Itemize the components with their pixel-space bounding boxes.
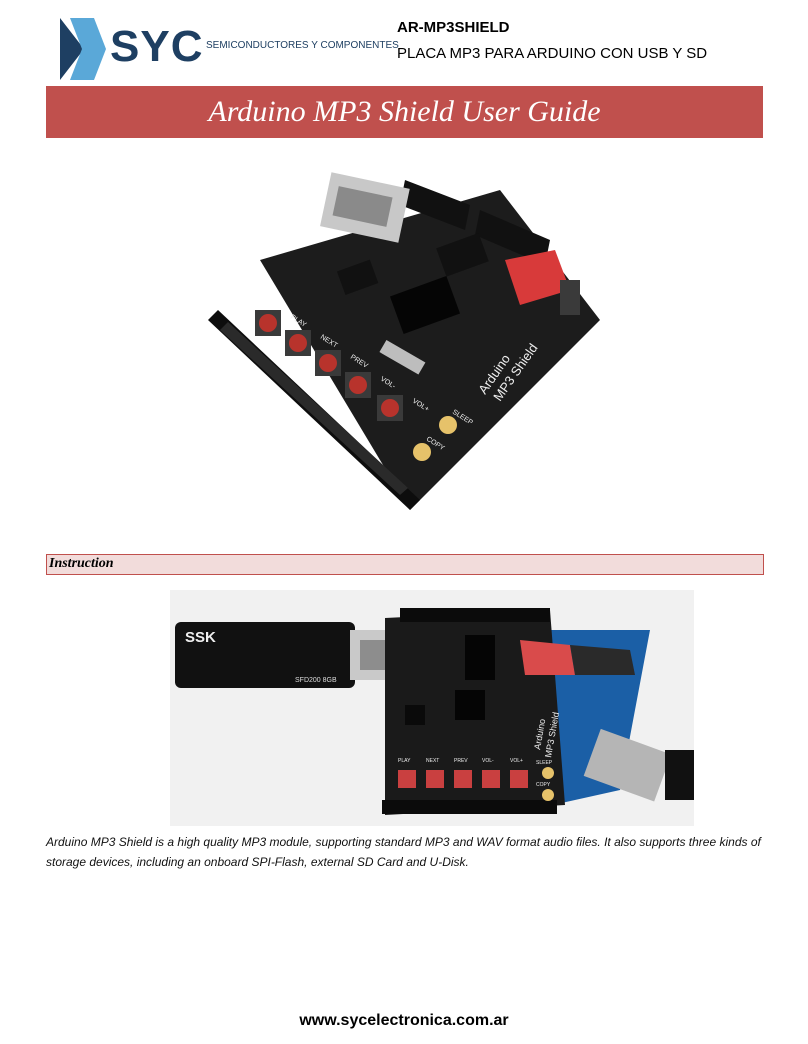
company-logo: SYC SEMICONDUCTORES Y COMPONENTES — [58, 18, 399, 80]
section-title: Instruction — [49, 556, 114, 571]
product-subtitle: PLACA MP3 PARA ARDUINO CON USB Y SD — [397, 45, 708, 62]
shield-label-prev: PREV — [454, 758, 468, 764]
usb-model-label: SFD200 8GB — [295, 677, 337, 684]
logo-text: SYC — [110, 22, 204, 71]
title-banner: Arduino MP3 Shield User Guide — [46, 86, 763, 138]
shield-label-play: PLAY — [398, 758, 411, 764]
logo-chevron-icon — [60, 18, 106, 80]
description-paragraph: Arduino MP3 Shield is a high quality MP3… — [46, 835, 761, 869]
shield-label-vol-minus: VOL- — [482, 758, 494, 764]
shield-label-next: NEXT — [426, 758, 439, 764]
product-code: AR-MP3SHIELD — [397, 19, 510, 36]
mp3-shield-photo: PLAY NEXT PREV VOL- VOL+ SLEEP COPY Ardu… — [208, 172, 600, 510]
logo-subtitle: SEMICONDUCTORES Y COMPONENTES — [206, 40, 399, 51]
page-title: Arduino MP3 Shield User Guide — [208, 95, 601, 128]
shield-label-vol-plus: VOL+ — [510, 758, 523, 764]
shield-label-sleep: SLEEP — [536, 760, 553, 766]
shield-label-copy: COPY — [536, 782, 551, 788]
section-header: Instruction — [46, 554, 764, 575]
usb-brand-label: SSK — [185, 629, 216, 646]
footer-website: www.sycelectronica.com.ar — [299, 1012, 509, 1029]
shield-with-usb-photo: SSK SFD200 8GB PLAY NEXT PREV VOL- VOL+ … — [170, 590, 694, 826]
